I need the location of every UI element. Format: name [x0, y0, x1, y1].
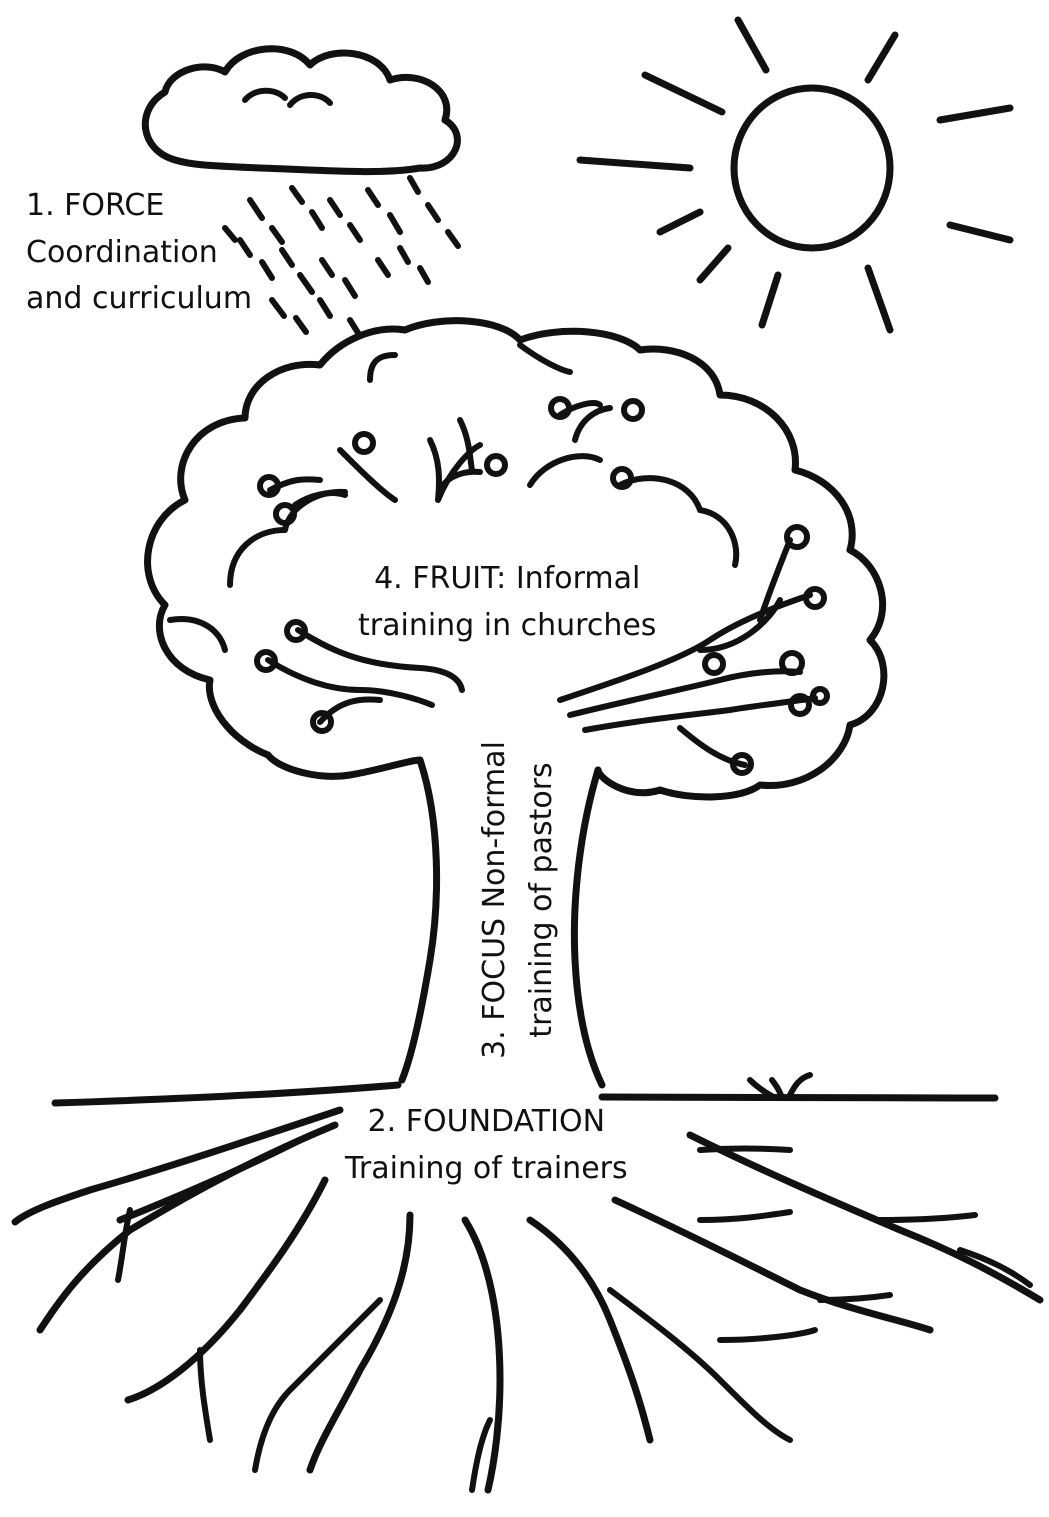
roots-icon: [11, 1106, 1044, 1494]
focus-line2: training of pastors: [523, 762, 559, 1038]
force-label: 1. FORCE Coordination and curriculum: [26, 183, 252, 323]
fruit-title: 4. FRUIT: Informal: [374, 561, 641, 596]
focus-label: 3. FOCUS Non-formal training of pastors: [472, 640, 565, 1160]
foundation-line2: Training of trainers: [345, 1150, 628, 1186]
focus-title: 3. FOCUS Non-formal: [477, 741, 512, 1059]
sun-icon: [576, 16, 1014, 334]
fruit-line2: training in churches: [358, 607, 657, 643]
rain-icon: [222, 175, 461, 339]
fruit-label: 4. FRUIT: Informal training in churches: [358, 556, 656, 649]
foundation-label: 2. FOUNDATION Training of trainers: [345, 1099, 628, 1192]
tree-icon: [144, 317, 888, 1089]
cloud-icon: [141, 45, 461, 176]
force-line2: Coordination: [26, 234, 218, 270]
force-line3: and curriculum: [26, 281, 253, 316]
foundation-title: 2. FOUNDATION: [367, 1104, 606, 1139]
grass-icon: [51, 1072, 999, 1107]
force-title: 1. FORCE: [26, 188, 165, 223]
